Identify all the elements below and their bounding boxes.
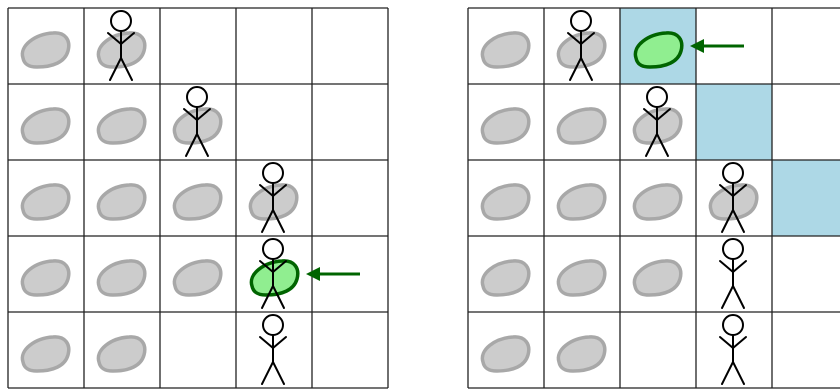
figure-head bbox=[263, 315, 283, 335]
panel-right bbox=[468, 8, 840, 388]
figure-head bbox=[723, 163, 743, 183]
figure-head bbox=[187, 87, 207, 107]
highlight-cell bbox=[772, 160, 840, 236]
figure-head bbox=[723, 239, 743, 259]
figure-head bbox=[263, 163, 283, 183]
figure-head bbox=[647, 87, 667, 107]
figure-head bbox=[263, 239, 283, 259]
figure-head bbox=[571, 11, 591, 31]
highlight-cell bbox=[696, 84, 772, 160]
panel-left bbox=[8, 8, 388, 388]
figure-head bbox=[723, 315, 743, 335]
figure-head bbox=[111, 11, 131, 31]
